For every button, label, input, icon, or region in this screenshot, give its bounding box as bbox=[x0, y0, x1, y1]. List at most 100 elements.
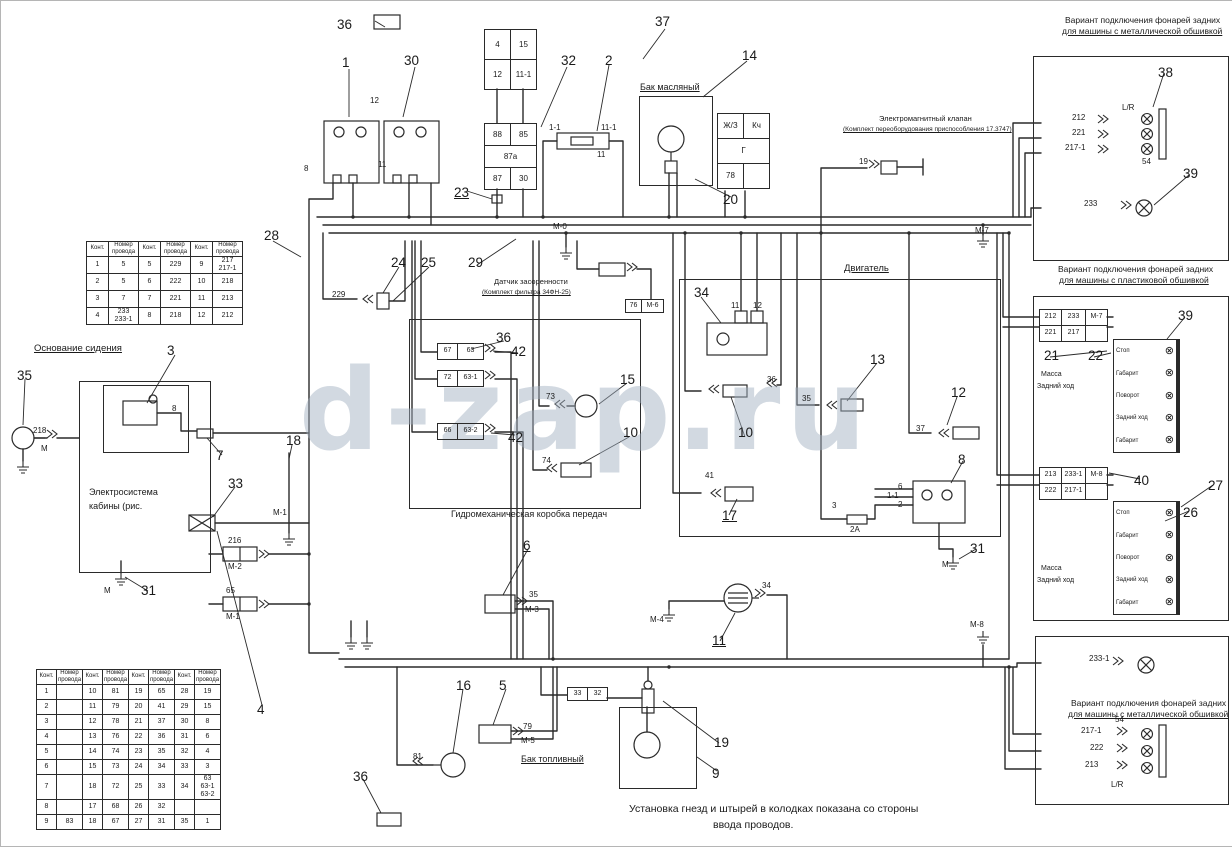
variant-metal-bottom-box bbox=[1035, 636, 1229, 805]
lamp-function-label: Габарит bbox=[1116, 370, 1139, 377]
engine-title: Двигатель bbox=[844, 263, 889, 274]
table-cell: 41 bbox=[148, 698, 175, 715]
table-cell: 14 bbox=[82, 743, 103, 760]
callout-38: 38 bbox=[1158, 65, 1174, 80]
wire-label-m8: М-8 bbox=[970, 620, 984, 629]
table-cell: 67 bbox=[437, 343, 458, 360]
wire-label-221: 221 bbox=[1072, 128, 1086, 137]
callout-36: 36 bbox=[337, 17, 353, 32]
table-row: 78 bbox=[717, 163, 770, 189]
table-cell bbox=[1085, 483, 1108, 500]
table-cell: 9 bbox=[36, 813, 57, 830]
table-cell: 83 bbox=[56, 813, 83, 830]
callout-14: 14 bbox=[742, 48, 758, 63]
cab-inner-box bbox=[103, 385, 189, 453]
engine-box bbox=[679, 279, 1001, 537]
table-header-cell: Номер провода bbox=[212, 241, 243, 257]
table-cell: 6 bbox=[194, 728, 221, 745]
table-cell: 5 bbox=[36, 743, 57, 760]
callout-36-gearbox: 36 bbox=[496, 330, 512, 345]
table-header-cell: Номер провода bbox=[56, 669, 83, 685]
wire-label-65: 65 bbox=[226, 586, 235, 595]
sensor-12 bbox=[952, 426, 980, 440]
relay-box-2 bbox=[383, 120, 440, 184]
callout-26: 26 bbox=[1183, 505, 1199, 520]
table-cell: 87 bbox=[484, 167, 511, 190]
lamp-function-label: Поворот bbox=[1116, 393, 1140, 400]
starter bbox=[706, 310, 768, 356]
clog-sensor-body bbox=[598, 262, 626, 277]
lamp-function-label: Габарит bbox=[1116, 599, 1139, 606]
table-cell: 7 bbox=[36, 773, 57, 800]
table-cell: 5 bbox=[108, 272, 139, 291]
lamp-side-label-mass-1: Масса bbox=[1041, 371, 1062, 378]
lamp-row: Поворот⊗ bbox=[1114, 547, 1176, 569]
table-cell: 81 bbox=[102, 683, 129, 700]
table-cell: 217 bbox=[1061, 325, 1086, 342]
wire-label-41: 41 bbox=[705, 471, 714, 480]
wire-label-217-1-b: 217-1 bbox=[1081, 726, 1102, 735]
wire-label-222: 222 bbox=[1090, 743, 1104, 752]
callout-11: 11 bbox=[712, 633, 727, 648]
wire-label-11: 11 bbox=[378, 160, 387, 169]
oil-tank-sensor bbox=[657, 125, 685, 174]
gearbox-box bbox=[409, 319, 641, 509]
wire-label-37: 37 bbox=[916, 424, 925, 433]
cab-box bbox=[79, 381, 211, 573]
wire-label-8: 8 bbox=[304, 164, 309, 173]
clog-sensor-note-line1: Датчик засоренности bbox=[494, 277, 568, 286]
relay-box-1 bbox=[323, 120, 380, 184]
table-cell: 2 bbox=[86, 272, 109, 291]
table-header-cell: Конт. bbox=[82, 669, 103, 685]
table-cell: 5 bbox=[108, 255, 139, 274]
callout-22: 22 bbox=[1088, 348, 1104, 363]
callout-34: 34 bbox=[694, 285, 710, 300]
table-cell: 76 bbox=[102, 728, 129, 745]
table-cell: 217-1 bbox=[1061, 483, 1086, 500]
seat-base-title: Основание сидения bbox=[34, 343, 122, 354]
wire-label-233-1: 233-1 bbox=[1089, 654, 1110, 663]
lamp-function-label: Задний ход bbox=[1116, 415, 1148, 422]
wire-label-81: 81 bbox=[413, 752, 422, 761]
solenoid-note-line2: (Комплект переоборудования приспособлени… bbox=[843, 126, 1012, 133]
callout-18: 18 bbox=[286, 433, 302, 448]
table-cell: 33 bbox=[148, 773, 175, 800]
table-cell: 12 bbox=[82, 713, 103, 730]
wire-label-lr-top: L/R bbox=[1122, 103, 1135, 112]
bulb-icon: ⊗ bbox=[1164, 596, 1174, 609]
table-cell: 213 bbox=[212, 289, 243, 308]
table-cell: 36 bbox=[148, 728, 175, 745]
table-cell: 67 bbox=[102, 813, 129, 830]
table-cell: 13 bbox=[82, 728, 103, 745]
wire-label-1-1: 1-1 bbox=[549, 123, 561, 132]
table-cell: Кч bbox=[743, 113, 770, 139]
callout-20: 20 bbox=[723, 192, 739, 207]
item-36-bottom bbox=[376, 812, 402, 827]
table-cell: 15 bbox=[510, 29, 537, 60]
table-cell: 78 bbox=[102, 713, 129, 730]
table-cell: 233 bbox=[1061, 309, 1086, 326]
wire-label-12: 12 bbox=[370, 96, 379, 105]
wire-label-11-1: 11-1 bbox=[601, 123, 617, 132]
callout-25: 25 bbox=[421, 255, 437, 270]
table-cell: М-6 bbox=[641, 299, 664, 313]
table-cell: 19 bbox=[194, 683, 221, 700]
table-cell: 34 bbox=[174, 773, 195, 800]
table-cell: 3 bbox=[194, 758, 221, 775]
table-cell: 65 bbox=[148, 683, 175, 700]
table-cell: 17 bbox=[82, 798, 103, 815]
table-cell: 32 bbox=[174, 743, 195, 760]
table-cell: 33 bbox=[567, 687, 588, 701]
